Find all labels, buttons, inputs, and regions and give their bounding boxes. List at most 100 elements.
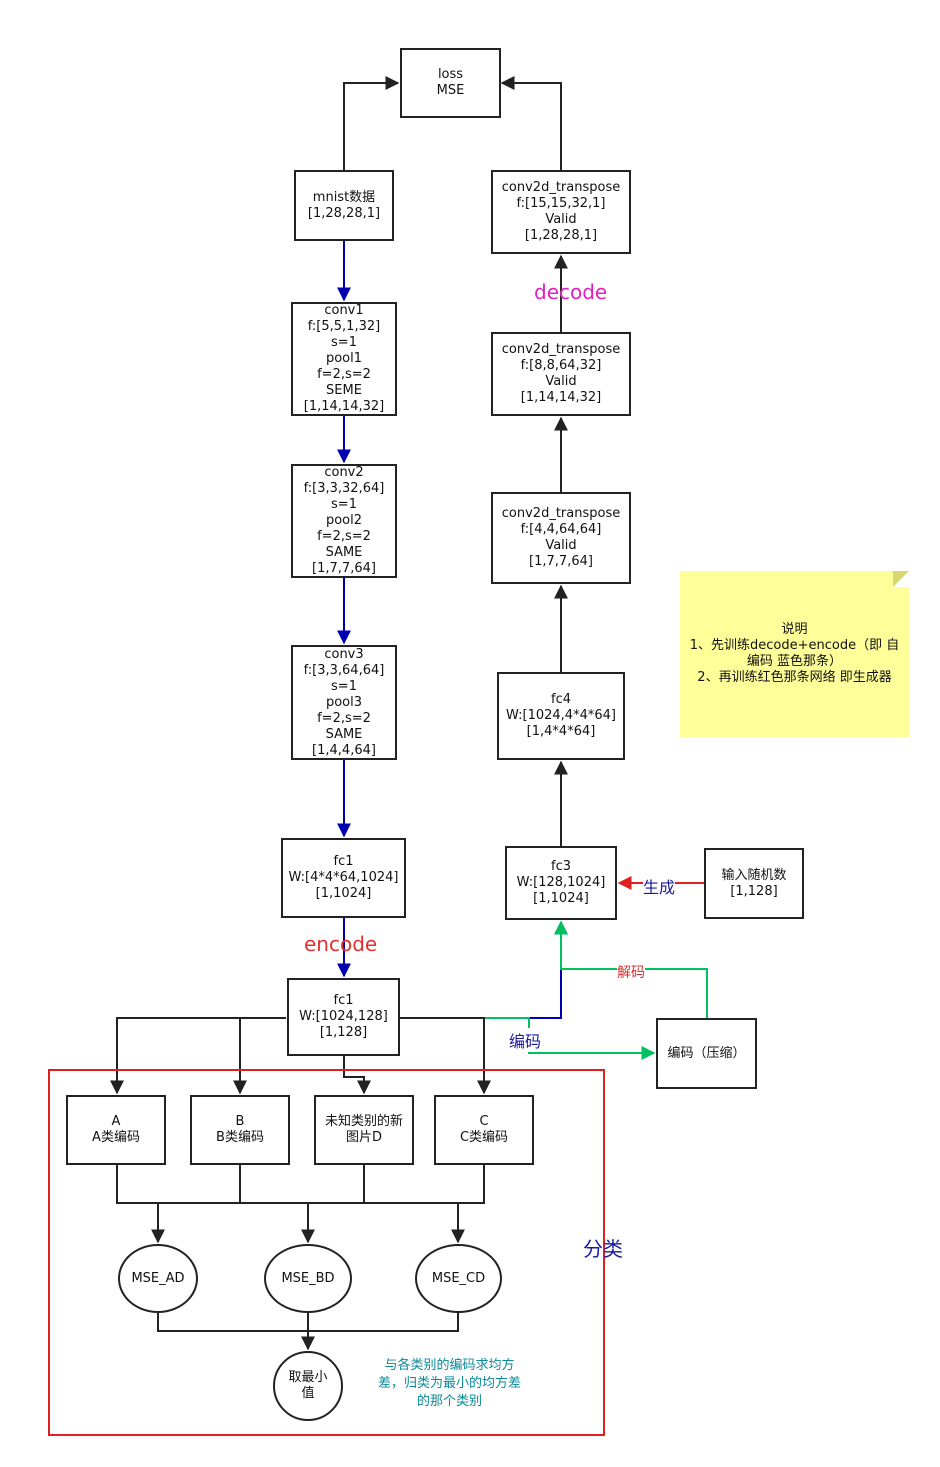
edge-fc1b-compress	[470, 1017, 656, 1060]
edge-classes-bus	[116, 1165, 485, 1204]
box-text: [1,28,28,1]	[524, 228, 598, 243]
box-text: [1,1024]	[533, 891, 589, 906]
edge-fc1b-fc3	[400, 920, 568, 1019]
edge-fc1b-c	[400, 1017, 491, 1095]
box-text: Valid	[545, 374, 577, 389]
box-text: [1,4,4,64]	[312, 742, 376, 758]
conv1-box: conv1 f:[5,5,1,32] s=1 pool1 f=2,s=2 SEM…	[291, 302, 397, 416]
explanation-note: 说明 1、先训练decode+encode（即 自 编码 蓝色那条） 2、再训练…	[680, 571, 909, 737]
box-text: f:[4,4,64,64]	[520, 522, 602, 537]
box-text: [1,128]	[319, 1025, 368, 1040]
box-text: fc1	[333, 854, 354, 869]
box-text: W:[1024,4*4*64]	[506, 708, 616, 723]
box-text: [1,7,7,64]	[529, 554, 593, 569]
random-input-box: 输入随机数 [1,128]	[704, 848, 804, 919]
class-c-box: C C类编码	[434, 1095, 534, 1165]
box-text: 输入随机数	[721, 867, 787, 883]
box-text: conv3	[324, 646, 364, 662]
box-text: SEME	[326, 383, 362, 398]
loss-box: loss MSE	[400, 48, 501, 118]
unknown-image-box: 未知类别的新 图片D	[314, 1095, 414, 1165]
box-text: f:[8,8,64,32]	[520, 358, 602, 373]
box-text: C类编码	[459, 1130, 509, 1145]
box-text: C	[479, 1114, 489, 1129]
deconv1-box: conv2d_transpose f:[15,15,32,1] Valid [1…	[491, 170, 631, 254]
box-text: conv2d_transpose	[501, 342, 621, 357]
box-text: conv2d_transpose	[501, 180, 621, 195]
box-text: [1,128]	[730, 883, 778, 899]
explain-line: 与各类别的编码求均方	[384, 1358, 515, 1373]
node-text: 值	[301, 1386, 315, 1401]
box-text: [1,14,14,32]	[520, 390, 602, 405]
explain-line: 的那个类别	[416, 1394, 482, 1409]
compressed-code-box: 编码（压缩）	[656, 1018, 757, 1089]
box-text: fc4	[551, 692, 571, 707]
note-line: 编码 蓝色那条）	[746, 654, 843, 669]
box-text: f:[3,3,64,64]	[303, 662, 385, 678]
box-text: s=1	[331, 678, 357, 694]
box-text: f=2,s=2	[317, 710, 371, 726]
box-text: Valid	[545, 538, 577, 553]
box-text: f=2,s=2	[317, 529, 371, 544]
decode-cn-label: 解码	[617, 962, 645, 982]
box-text: B类编码	[216, 1130, 264, 1145]
box-text: A类编码	[92, 1130, 140, 1145]
box-text: MSE	[436, 83, 465, 98]
classification-frame	[48, 1069, 605, 1436]
box-text: pool3	[325, 694, 363, 710]
fc1-code-box: fc1 W:[1024,128] [1,128]	[287, 978, 400, 1056]
box-text: [1,14,14,32]	[303, 399, 385, 414]
mse-ad-node: MSE_AD	[118, 1244, 198, 1313]
explain-line: 差，归类为最小的均方差	[377, 1376, 521, 1391]
mnist-data-box: mnist数据 [1,28,28,1]	[294, 170, 394, 241]
edge-fc1b-unknown	[343, 1056, 371, 1095]
box-text: 图片D	[345, 1130, 382, 1145]
box-text: mnist数据	[312, 189, 376, 205]
box-text: [1,28,28,1]	[307, 205, 381, 221]
edge-mnist-loss	[343, 76, 400, 170]
note-line: 1、先训练decode+encode（即 自	[689, 638, 900, 653]
box-text: pool1	[325, 351, 363, 366]
deconv2-box: conv2d_transpose f:[8,8,64,32] Valid [1,…	[491, 332, 631, 416]
box-text: W:[128,1024]	[516, 875, 606, 890]
encode-label: encode	[304, 932, 378, 956]
box-text: W:[1024,128]	[299, 1009, 388, 1024]
generate-label: 生成	[643, 874, 676, 898]
box-text: B	[235, 1114, 245, 1129]
edge-fc1b-bus	[110, 1017, 286, 1095]
mse-bd-node: MSE_BD	[264, 1244, 352, 1313]
box-text: Valid	[545, 212, 577, 227]
box-text: pool2	[325, 513, 363, 528]
box-text: conv1	[324, 303, 364, 318]
box-text: SAME	[325, 545, 363, 560]
box-text: A	[111, 1114, 121, 1129]
box-text: [1,1024]	[315, 886, 372, 901]
box-text: fc3	[551, 859, 571, 874]
box-text: f=2,s=2	[317, 367, 371, 382]
node-text: MSE_AD	[131, 1270, 185, 1286]
decode-label: decode	[534, 280, 608, 304]
class-b-box: B B类编码	[190, 1095, 290, 1165]
fc3-box: fc3 W:[128,1024] [1,1024]	[505, 846, 617, 920]
box-text: s=1	[331, 335, 357, 350]
box-text: SAME	[325, 726, 363, 742]
box-text: fc1	[333, 993, 354, 1008]
box-text: f:[15,15,32,1]	[516, 196, 606, 211]
box-text: [1,4*4*64]	[526, 724, 596, 739]
note-line: 说明	[781, 622, 808, 637]
classify-label: 分类	[583, 1237, 623, 1261]
min-value-node: 取最小 值	[273, 1351, 343, 1421]
conv3-box: conv3 f:[3,3,64,64] s=1 pool3 f=2,s=2 SA…	[291, 645, 397, 760]
node-text: MSE_BD	[281, 1270, 335, 1286]
mse-cd-node: MSE_CD	[415, 1244, 502, 1313]
box-text: f:[3,3,32,64]	[303, 481, 385, 496]
conv2-box: conv2 f:[3,3,32,64] s=1 pool2 f=2,s=2 SA…	[291, 464, 397, 578]
box-text: [1,7,7,64]	[312, 561, 376, 576]
box-text: s=1	[331, 497, 357, 512]
node-text: MSE_CD	[431, 1270, 486, 1286]
box-text: W:[4*4*64,1024]	[288, 870, 399, 885]
fc4-box: fc4 W:[1024,4*4*64] [1,4*4*64]	[497, 672, 625, 760]
box-text: loss	[437, 67, 464, 82]
encode-cn-label: 编码	[509, 1028, 542, 1052]
deconv3-box: conv2d_transpose f:[4,4,64,64] Valid [1,…	[491, 492, 631, 584]
